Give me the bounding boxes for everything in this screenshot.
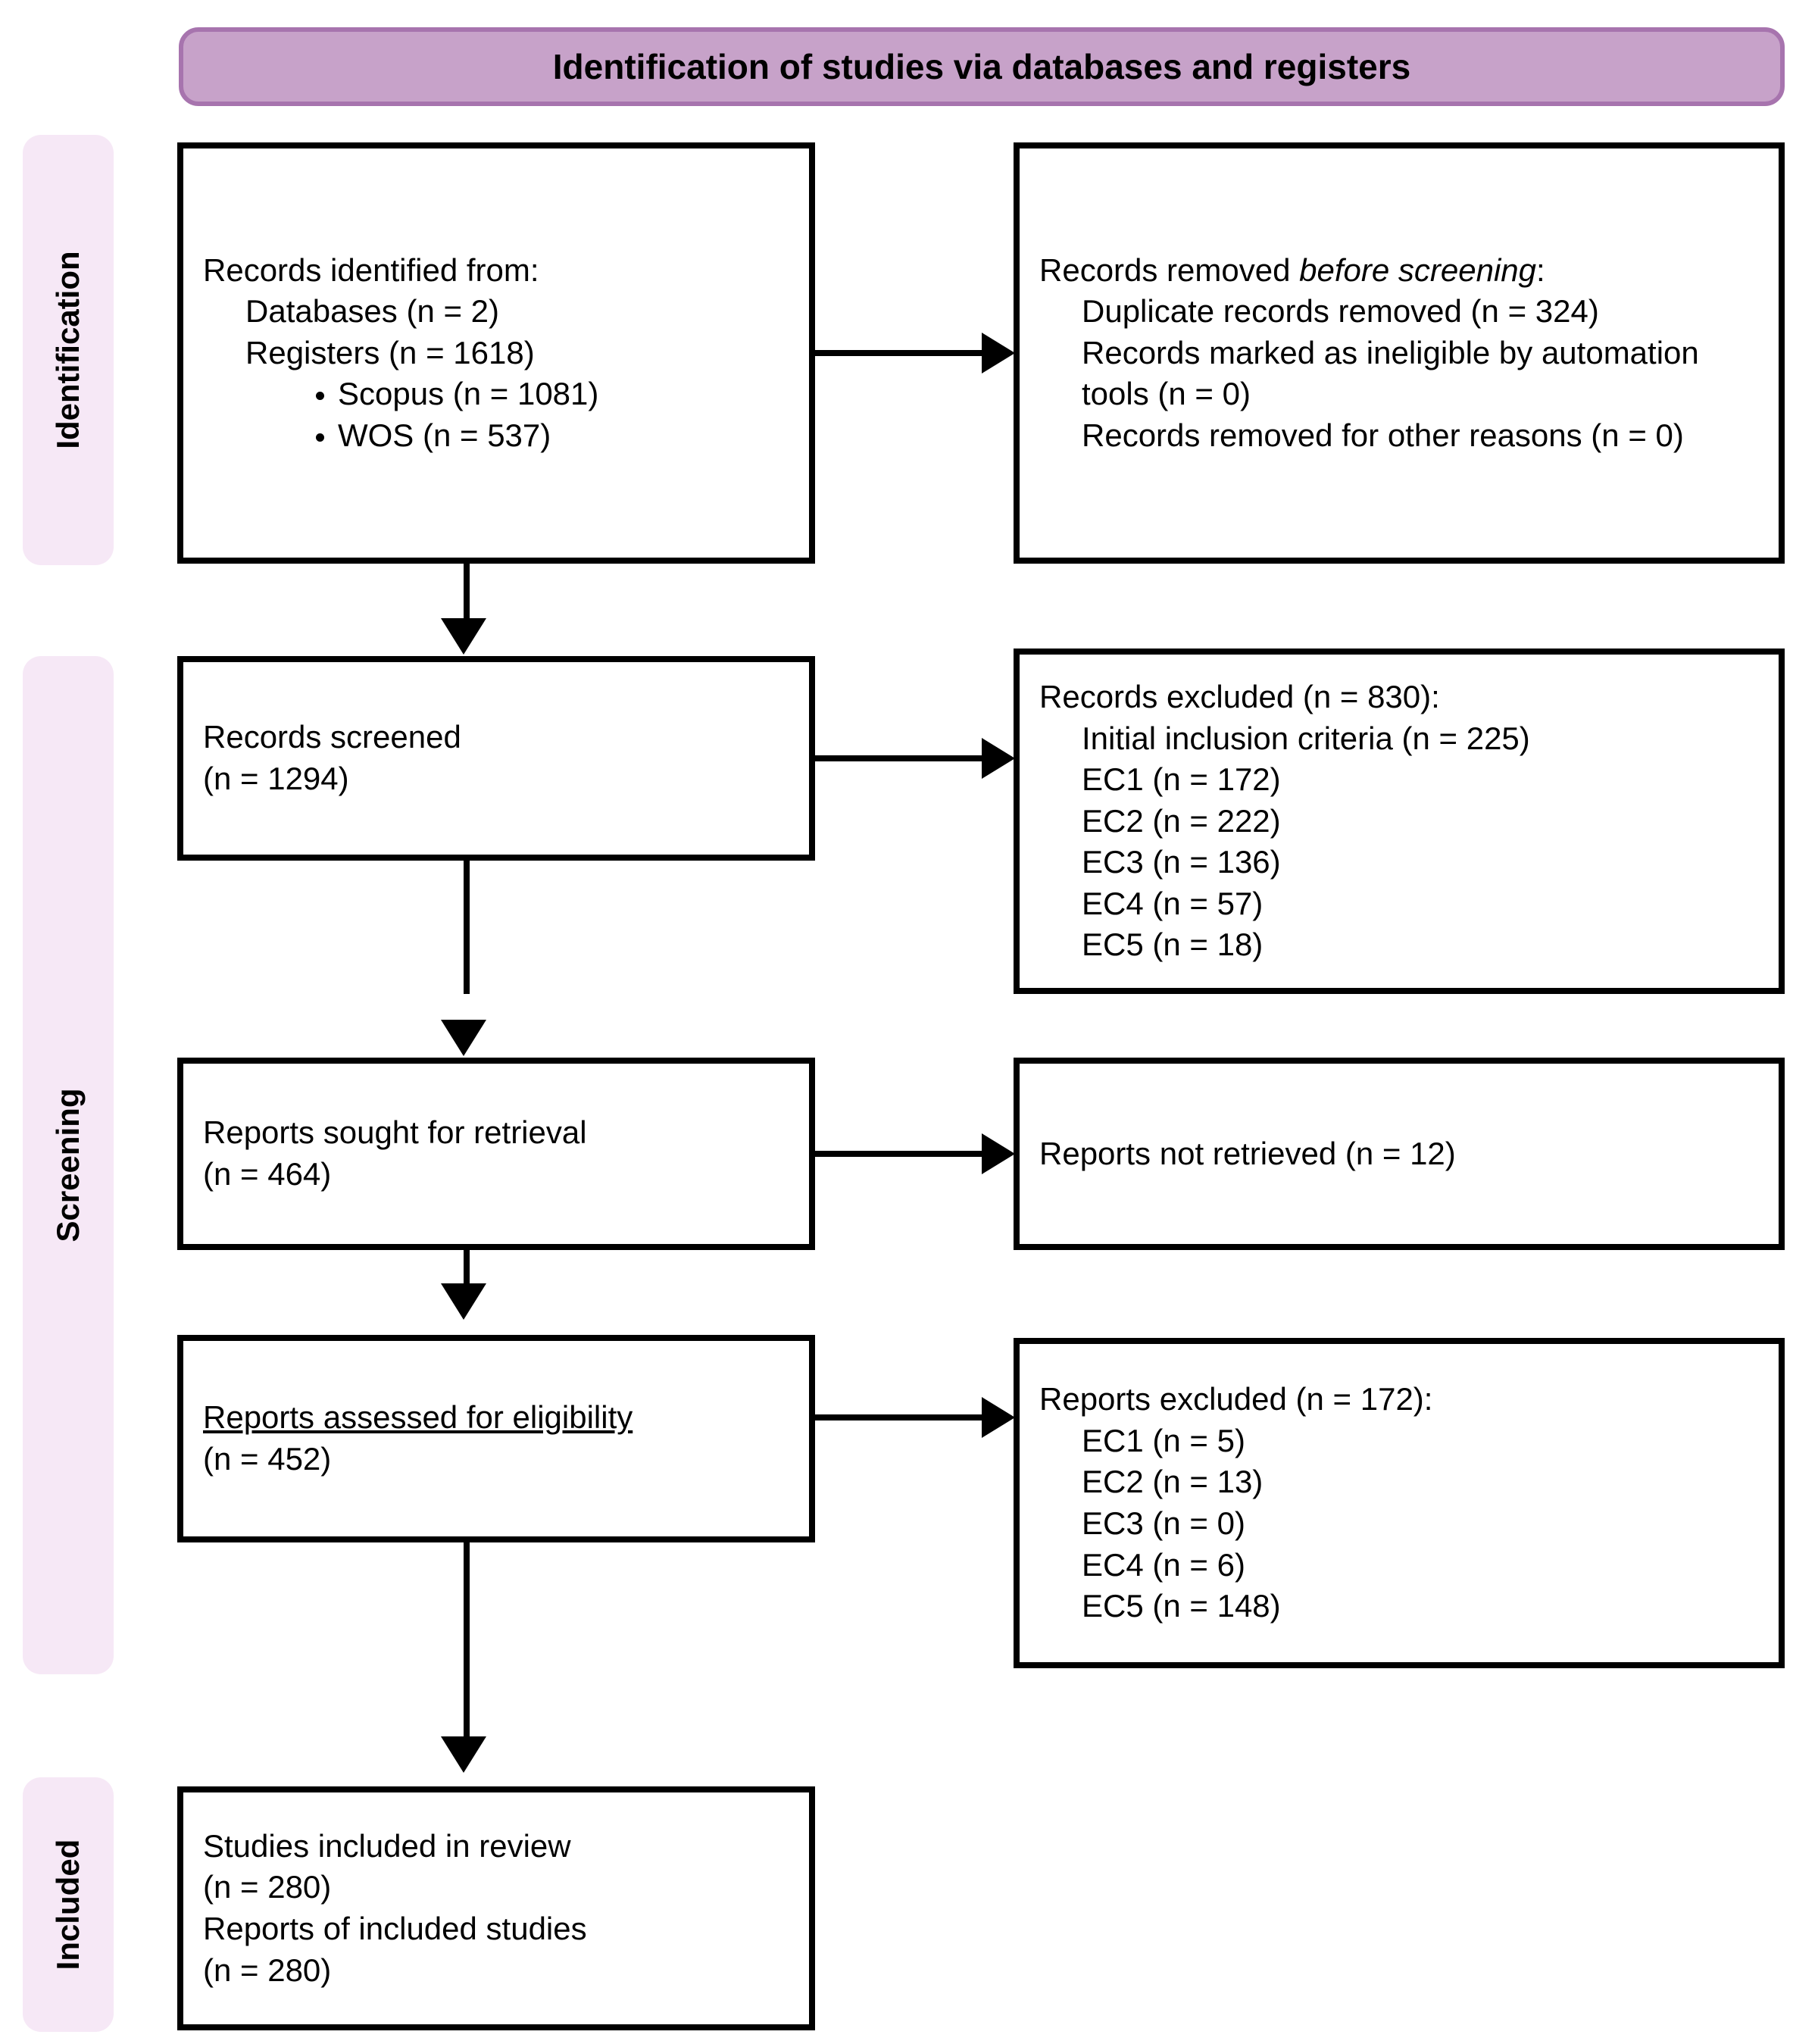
box-reports-excluded: Reports excluded (n = 172): EC1 (n = 5) … bbox=[1014, 1338, 1785, 1668]
reports-included-count: (n = 280) bbox=[203, 1952, 332, 1988]
studies-included-count: (n = 280) bbox=[203, 1869, 332, 1905]
reports-excluded-item: EC1 (n = 5) bbox=[1082, 1422, 1245, 1458]
records-excluded-item: EC5 (n = 18) bbox=[1082, 927, 1264, 963]
stage-label-identification: Identification bbox=[23, 135, 114, 565]
arrowhead-screened-to-excluded bbox=[982, 738, 1015, 779]
records-identified-databases: Databases (n = 2) bbox=[245, 293, 500, 330]
records-removed-heading: Records removed before screening: bbox=[1039, 250, 1759, 292]
reports-sought-label: Reports sought for retrieval bbox=[203, 1114, 587, 1151]
arrowhead-assessed-to-included bbox=[441, 1736, 486, 1773]
reports-excluded-item: EC5 (n = 148) bbox=[1082, 1588, 1281, 1624]
reports-included-label: Reports of included studies bbox=[203, 1911, 587, 1946]
stage-label-screening-text: Screening bbox=[50, 1088, 86, 1242]
box-records-screened: Records screened (n = 1294) bbox=[177, 656, 815, 861]
reports-excluded-item: EC3 (n = 0) bbox=[1082, 1505, 1245, 1541]
records-excluded-heading: Records excluded (n = 830): bbox=[1039, 678, 1440, 714]
records-removed-heading-prefix: Records removed bbox=[1039, 252, 1300, 288]
box-reports-not-retrieved: Reports not retrieved (n = 12) bbox=[1014, 1058, 1785, 1250]
page-title: Identification of studies via databases … bbox=[552, 47, 1411, 86]
list-item: WOS (n = 537) bbox=[338, 415, 789, 457]
records-screened-count: (n = 1294) bbox=[203, 761, 349, 796]
records-screened-label: Records screened bbox=[203, 719, 461, 755]
box-records-removed-before-screening: Records removed before screening: Duplic… bbox=[1014, 142, 1785, 564]
box-studies-included: Studies included in review (n = 280) Rep… bbox=[177, 1786, 815, 2030]
records-excluded-item: EC2 (n = 222) bbox=[1082, 802, 1281, 839]
reports-excluded-item: EC2 (n = 13) bbox=[1082, 1464, 1264, 1500]
records-identified-registers: Registers (n = 1618) bbox=[245, 334, 535, 370]
connector-identified-to-screened bbox=[464, 564, 470, 621]
box-reports-sought: Reports sought for retrieval (n = 464) bbox=[177, 1058, 815, 1250]
arrowhead-assessed-to-excluded bbox=[982, 1397, 1015, 1438]
diagram-header-banner: Identification of studies via databases … bbox=[179, 27, 1785, 106]
records-identified-sources: Scopus (n = 1081) WOS (n = 537) bbox=[203, 373, 789, 456]
records-excluded-item: EC4 (n = 57) bbox=[1082, 885, 1264, 921]
reports-assessed-label-text: Reports assessed for eligibility bbox=[203, 1399, 633, 1436]
connector-sought-to-not-retrieved bbox=[815, 1151, 983, 1157]
box-records-excluded: Records excluded (n = 830): Initial incl… bbox=[1014, 649, 1785, 994]
reports-sought-count: (n = 464) bbox=[203, 1156, 332, 1192]
stage-label-included-text: Included bbox=[50, 1839, 86, 1971]
arrowhead-screened-to-sought bbox=[441, 1020, 486, 1056]
connector-sought-to-assessed bbox=[464, 1250, 470, 1286]
connector-assessed-to-included bbox=[464, 1542, 470, 1738]
reports-assessed-count: (n = 452) bbox=[203, 1441, 332, 1477]
stage-label-screening: Screening bbox=[23, 656, 114, 1674]
records-excluded-item: EC3 (n = 136) bbox=[1082, 844, 1281, 880]
reports-excluded-item: EC4 (n = 6) bbox=[1082, 1546, 1245, 1583]
records-removed-other: Records removed for other reasons (n = 0… bbox=[1082, 417, 1684, 453]
studies-included-label: Studies included in review bbox=[203, 1827, 571, 1864]
arrowhead-sought-to-not-retrieved bbox=[982, 1133, 1015, 1174]
connector-identified-to-removed bbox=[815, 350, 983, 356]
stage-label-included: Included bbox=[23, 1777, 114, 2032]
reports-assessed-label: Reports assessed for eligibility bbox=[203, 1397, 789, 1439]
stage-label-identification-text: Identification bbox=[50, 251, 86, 449]
records-excluded-item: EC1 (n = 172) bbox=[1082, 761, 1281, 798]
box-records-identified: Records identified from: Databases (n = … bbox=[177, 142, 815, 564]
list-item: Scopus (n = 1081) bbox=[338, 373, 789, 415]
records-removed-heading-italic: before screening bbox=[1299, 252, 1537, 288]
records-identified-line1: Records identified from: bbox=[203, 252, 539, 288]
connector-assessed-to-excluded bbox=[815, 1414, 983, 1420]
records-removed-heading-suffix: : bbox=[1536, 252, 1545, 288]
reports-excluded-heading: Reports excluded (n = 172): bbox=[1039, 1381, 1433, 1417]
box-reports-assessed: Reports assessed for eligibility (n = 45… bbox=[177, 1335, 815, 1542]
arrowhead-identified-to-screened bbox=[441, 618, 486, 655]
connector-screened-to-sought bbox=[464, 861, 470, 994]
records-removed-duplicates: Duplicate records removed (n = 324) bbox=[1082, 293, 1599, 330]
records-removed-automation: Records marked as ineligible by automati… bbox=[1082, 334, 1708, 412]
records-excluded-item: Initial inclusion criteria (n = 225) bbox=[1082, 720, 1530, 756]
reports-not-retrieved-label: Reports not retrieved (n = 12) bbox=[1039, 1135, 1456, 1171]
arrowhead-sought-to-assessed bbox=[441, 1283, 486, 1320]
arrowhead-identified-to-removed bbox=[982, 333, 1015, 373]
connector-screened-to-excluded bbox=[815, 755, 983, 761]
